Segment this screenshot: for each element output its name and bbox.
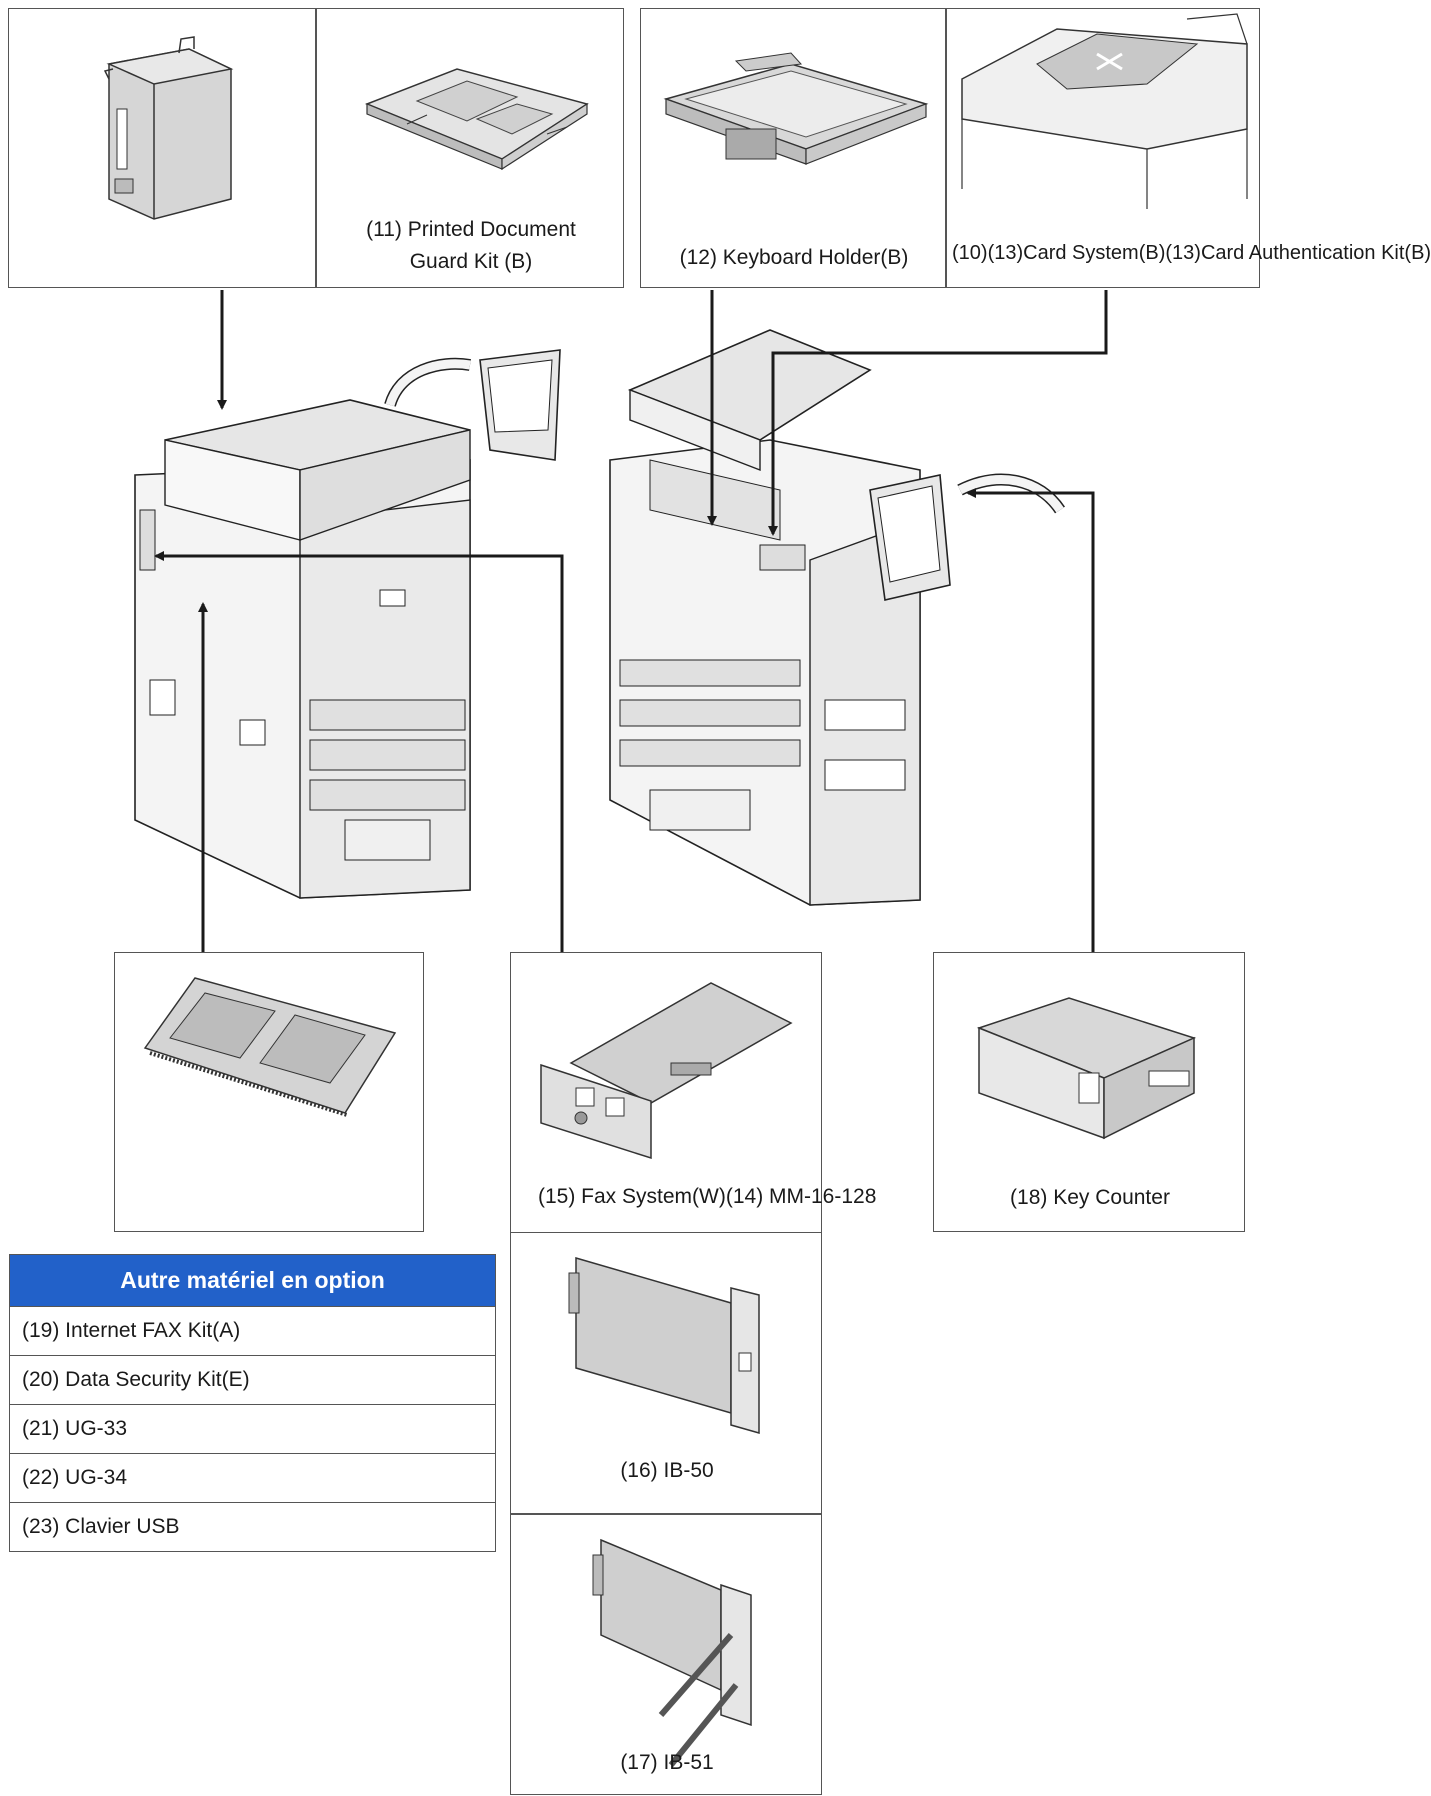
printers-illustration bbox=[134, 329, 1065, 906]
option-box-memory bbox=[114, 952, 424, 1232]
options-row: (20) Data Security Kit(E) bbox=[9, 1355, 496, 1405]
option-box-fax-system bbox=[510, 952, 822, 1234]
options-row: (22) UG-34 bbox=[9, 1453, 496, 1503]
ib51-card-icon bbox=[592, 1538, 752, 1767]
key-counter-icon bbox=[976, 997, 1197, 1140]
card-reader-box-icon bbox=[103, 36, 234, 220]
caption-18: (18) Key Counter bbox=[1010, 1186, 1170, 1209]
mfp-front-view-icon bbox=[134, 349, 561, 899]
option-box-ib51: (17) IB-51 bbox=[510, 1514, 822, 1795]
options-table-header: Autre matériel en option bbox=[9, 1254, 496, 1307]
options-table: Autre matériel en option (19) Internet F… bbox=[9, 1254, 496, 1552]
fax-board-icon bbox=[540, 982, 793, 1160]
printed-document-guard-kit-icon bbox=[364, 68, 589, 171]
option-box-card-authentication bbox=[946, 8, 1260, 288]
connector-arrows bbox=[154, 290, 1108, 952]
option-box-card-reader bbox=[8, 8, 316, 288]
mfp-rear-view-icon bbox=[609, 329, 1065, 906]
keyboard-holder-icon bbox=[663, 52, 929, 165]
options-diagram: (11) Printed Document Guard Kit (B) (12)… bbox=[8, 8, 1431, 1795]
option-box-key-counter: (18) Key Counter bbox=[933, 952, 1245, 1232]
options-row: (19) Internet FAX Kit(A) bbox=[9, 1306, 496, 1356]
caption-15-14: (15) Fax System(W)(14) MM-16-128 bbox=[538, 1185, 877, 1208]
arrow-card-auth bbox=[768, 290, 1108, 536]
arrow-fax bbox=[154, 551, 564, 952]
options-row: (21) UG-33 bbox=[9, 1404, 496, 1454]
caption-17: (17) IB-51 bbox=[620, 1751, 714, 1774]
ib50-card-icon bbox=[568, 1257, 760, 1434]
option-box-printed-document-guard-kit: (11) Printed Document Guard Kit (B) bbox=[316, 8, 624, 288]
options-row: (23) Clavier USB bbox=[9, 1502, 496, 1552]
arrow-key-counter bbox=[966, 488, 1095, 952]
caption-16: (16) IB-50 bbox=[620, 1459, 714, 1482]
option-box-keyboard-holder: (12) Keyboard Holder(B) bbox=[640, 8, 946, 288]
caption-10-13: (10)(13)Card System(B)(13)Card Authentic… bbox=[952, 242, 1431, 264]
caption-11-line1: (11) Printed Document bbox=[366, 218, 576, 241]
card-authentication-icon bbox=[961, 13, 1248, 209]
memory-module-icon bbox=[143, 977, 397, 1117]
option-box-ib50: (16) IB-50 bbox=[510, 1232, 822, 1514]
caption-11-line2: Guard Kit (B) bbox=[409, 250, 533, 273]
caption-12: (12) Keyboard Holder(B) bbox=[679, 246, 909, 269]
